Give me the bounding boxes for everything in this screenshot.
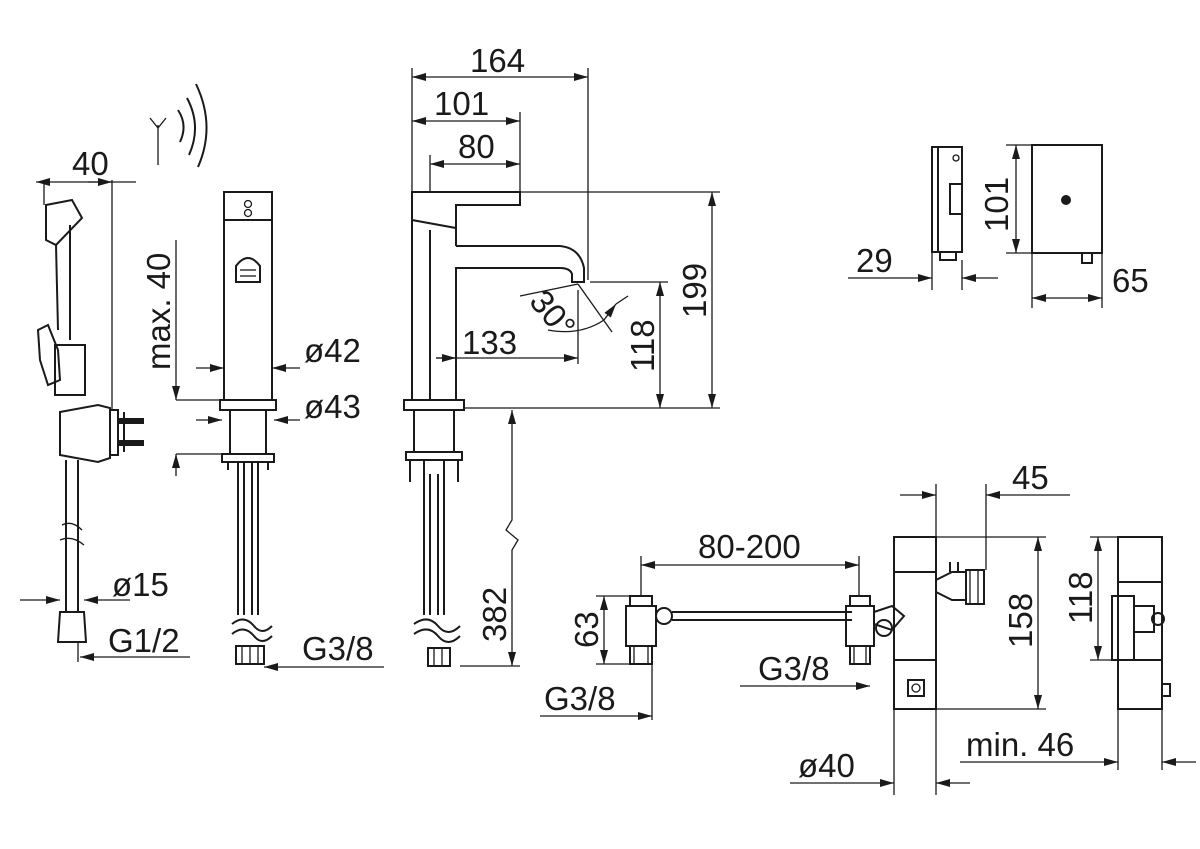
battery-unit-view: 29 101 65 — [848, 144, 1149, 308]
valve-height-label: 63 — [568, 611, 605, 648]
hose-thread-label: G1/2 — [108, 622, 180, 659]
box-side-min-label: min. 46 — [966, 726, 1074, 763]
body-diameter-label: ø42 — [304, 332, 361, 369]
spout-inner-width-label: 80 — [458, 128, 495, 165]
box-height-label: 158 — [1002, 593, 1039, 648]
wireless-signal-icon — [149, 83, 208, 168]
tap-height-label: 199 — [676, 263, 713, 318]
spout-outlet-height-label: 118 — [624, 319, 661, 372]
battery-height-label: 101 — [978, 177, 1015, 232]
tap-front-view: max. 40 ø42 ø43 G3/8 — [140, 191, 384, 671]
box-offset-label: 45 — [1012, 459, 1049, 496]
spout-outer-width-label: 164 — [470, 42, 525, 79]
valve-thread-right-label: G3/8 — [758, 650, 830, 687]
valve-assembly-view: 80-200 63 G3/8 G3/8 45 158 ø40 — [540, 459, 1196, 795]
tap-connection-label: G3/8 — [302, 630, 374, 667]
valve-spacing-label: 80-200 — [698, 528, 801, 565]
tap-side-view: 164 101 80 30° 133 118 199 — [403, 42, 720, 667]
spout-mid-width-label: 101 — [434, 85, 489, 122]
spout-reach-label: 133 — [462, 324, 517, 361]
base-diameter-label: ø43 — [304, 388, 361, 425]
battery-depth-label: 29 — [856, 242, 893, 279]
box-side-height-label: 118 — [1062, 571, 1099, 624]
battery-width-label: 65 — [1112, 262, 1149, 299]
box-diameter-label: ø40 — [798, 747, 855, 784]
hose-diameter-label: ø15 — [112, 566, 169, 603]
valve-thread-left-label: G3/8 — [544, 680, 616, 717]
hand-shower-width-label: 40 — [72, 145, 109, 182]
hand-shower-view: 40 ø15 G1/2 — [20, 83, 208, 662]
sensor-range-label: max. 40 — [140, 253, 177, 370]
spray-angle-label: 30° — [523, 283, 583, 345]
supply-length-label: 382 — [476, 587, 513, 642]
